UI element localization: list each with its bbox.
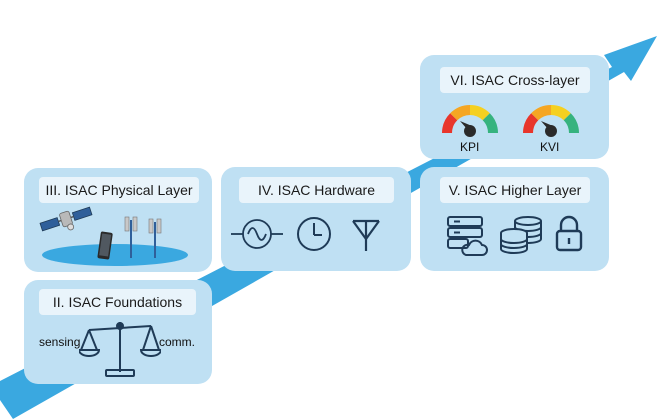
stage-label: VI. ISAC Cross-layer: [440, 67, 590, 93]
gauge-seg-3: [470, 105, 490, 121]
sensing-label: sensing: [39, 335, 81, 349]
smartphone-icon: [97, 231, 113, 260]
ground-ellipse: [42, 244, 188, 266]
gauge-needle: [460, 121, 472, 129]
stage-label: II. ISAC Foundations: [39, 289, 196, 315]
gauge-needle: [541, 121, 553, 129]
server-cloud-icon: [447, 216, 488, 256]
satellite-icon: [39, 206, 93, 232]
clock-icon: [297, 217, 331, 251]
stage-physical: III. ISAC Physical Layer: [24, 168, 212, 272]
stage-label: III. ISAC Physical Layer: [39, 177, 199, 203]
stage-crosslayer: VI. ISAC Cross-layer KPI KVI: [420, 55, 609, 159]
gauge-seg-1: [442, 113, 458, 133]
stage-hardware: IV. ISAC Hardware: [221, 167, 411, 271]
stage-label: IV. ISAC Hardware: [239, 177, 394, 203]
gauge-seg-4: [482, 113, 498, 133]
base-station-icon: [124, 216, 162, 258]
gauge-seg-4: [563, 113, 579, 133]
stage-foundations: II. ISAC Foundations sensing comm.: [24, 280, 212, 384]
kpi-gauge-icon: [442, 105, 498, 137]
kvi-gauge-icon: [523, 105, 579, 137]
lock-icon: [555, 215, 583, 252]
gauge-seg-3: [551, 105, 571, 121]
stage-higher: V. ISAC Higher Layer: [420, 167, 609, 271]
kpi-label: KPI: [460, 140, 480, 154]
stage-label: V. ISAC Higher Layer: [440, 177, 590, 203]
gauge-seg-1: [523, 113, 539, 133]
comm-label: comm.: [159, 335, 195, 349]
antenna-icon: [352, 219, 380, 251]
kvi-label: KVI: [540, 140, 560, 154]
oscillator-icon: [231, 219, 283, 249]
balance-scale-icon: [79, 322, 161, 377]
database-icon: [500, 216, 542, 254]
gauge-seg-2: [531, 105, 551, 121]
gauge-seg-2: [450, 105, 470, 121]
